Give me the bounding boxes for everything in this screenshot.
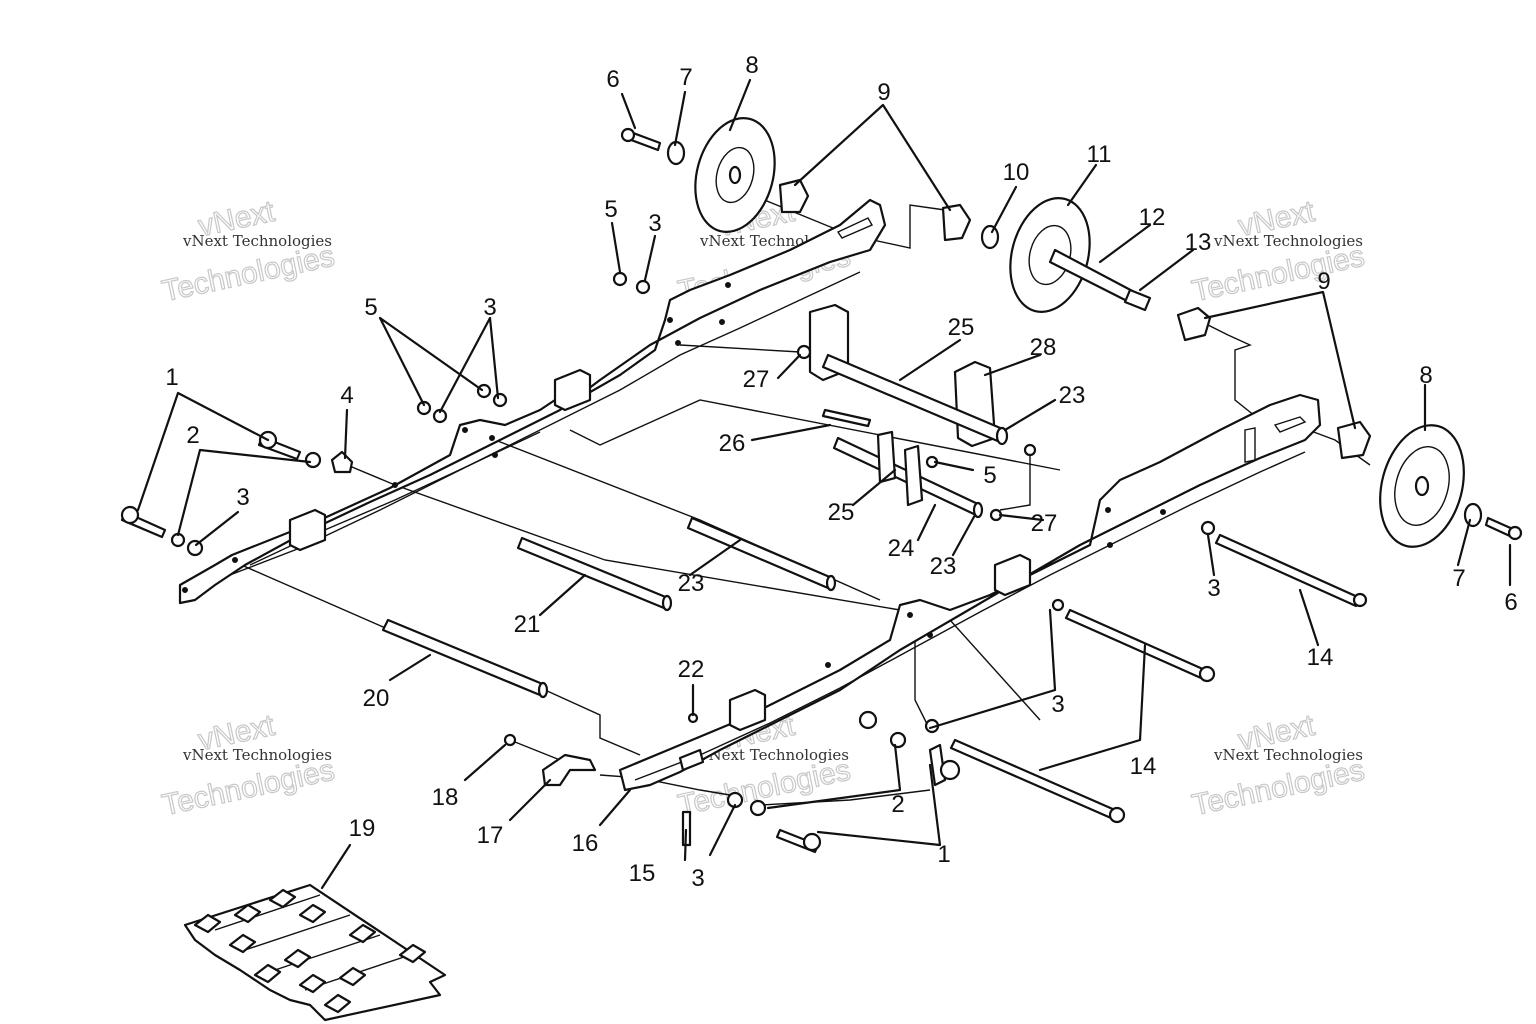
watermark-small: vNext Technologies <box>1213 232 1363 250</box>
callout-6: 6 <box>606 66 619 93</box>
left-rail <box>178 198 887 605</box>
callout-3: 3 <box>1207 575 1220 602</box>
right-rail <box>618 393 1322 792</box>
watermark-small: vNext Technologies <box>1213 746 1363 764</box>
callout-25: 25 <box>948 314 975 341</box>
callout-15: 15 <box>629 860 656 887</box>
callout-4: 4 <box>340 382 353 409</box>
callout-5: 5 <box>364 294 377 321</box>
callout-3: 3 <box>691 865 704 892</box>
callout-2: 2 <box>186 422 199 449</box>
callout-8: 8 <box>745 52 758 79</box>
small-hardware <box>120 271 961 854</box>
watermark-bottom-right: vNext vNext Technologies Technologies <box>1189 708 1368 823</box>
callout-5: 5 <box>983 462 996 489</box>
callout-12: 12 <box>1139 204 1166 231</box>
callout-28: 28 <box>1030 334 1057 361</box>
callout-14: 14 <box>1307 644 1334 671</box>
callout-23: 23 <box>1059 382 1086 409</box>
watermark-small: vNext Technologies <box>182 232 332 250</box>
callout-11: 11 <box>1087 141 1112 168</box>
upper-inner-assembly <box>796 303 1037 522</box>
watermark-small: vNext Technologies <box>699 746 849 764</box>
watermark-small: vNext Technologies <box>182 746 332 764</box>
callout-27: 27 <box>1031 510 1058 537</box>
callout-10: 10 <box>1003 159 1030 186</box>
callout-3: 3 <box>483 294 496 321</box>
callout-27: 27 <box>743 366 770 393</box>
callout-7: 7 <box>1452 565 1465 592</box>
callout-19: 19 <box>349 815 376 842</box>
callout-18: 18 <box>432 784 459 811</box>
callout-13: 13 <box>1185 229 1212 256</box>
callout-labels: 1 2 3 4 5 3 6 7 8 9 5 3 10 11 12 13 9 8 … <box>165 52 1517 892</box>
callout-25: 25 <box>828 499 855 526</box>
callout-3: 3 <box>648 210 661 237</box>
callout-20: 20 <box>363 685 390 712</box>
callout-22: 22 <box>678 656 705 683</box>
track-section <box>183 883 447 1022</box>
callout-24: 24 <box>888 535 915 562</box>
callout-14: 14 <box>1130 753 1157 780</box>
watermark-top-left: vNext vNext Technologies Technologies <box>159 194 338 309</box>
callout-9: 9 <box>877 79 890 106</box>
callout-9: 9 <box>1317 268 1330 295</box>
callout-1: 1 <box>165 364 178 391</box>
callout-6: 6 <box>1504 589 1517 616</box>
watermark-bottom-left: vNext vNext Technologies Technologies <box>159 708 338 823</box>
callout-21: 21 <box>514 611 541 638</box>
leader-lines <box>136 78 1512 890</box>
callout-2: 2 <box>891 791 904 818</box>
callout-3: 3 <box>236 484 249 511</box>
callout-1: 1 <box>937 841 950 868</box>
callout-23: 23 <box>678 570 705 597</box>
callout-23: 23 <box>930 553 957 580</box>
idler-wheel-top-right <box>778 178 1212 342</box>
cross-shafts <box>381 516 837 699</box>
callout-26: 26 <box>719 430 746 457</box>
callout-17: 17 <box>477 822 504 849</box>
idler-wheel-top-left <box>620 117 776 233</box>
watermark-top-right: vNext vNext Technologies Technologies <box>1189 194 1368 309</box>
long-bolts <box>924 520 1368 824</box>
idler-wheel-right <box>1336 420 1523 548</box>
callout-3: 3 <box>1051 691 1064 718</box>
callout-16: 16 <box>572 830 599 857</box>
callout-7: 7 <box>679 64 692 91</box>
callout-5: 5 <box>604 196 617 223</box>
callout-8: 8 <box>1419 362 1432 389</box>
